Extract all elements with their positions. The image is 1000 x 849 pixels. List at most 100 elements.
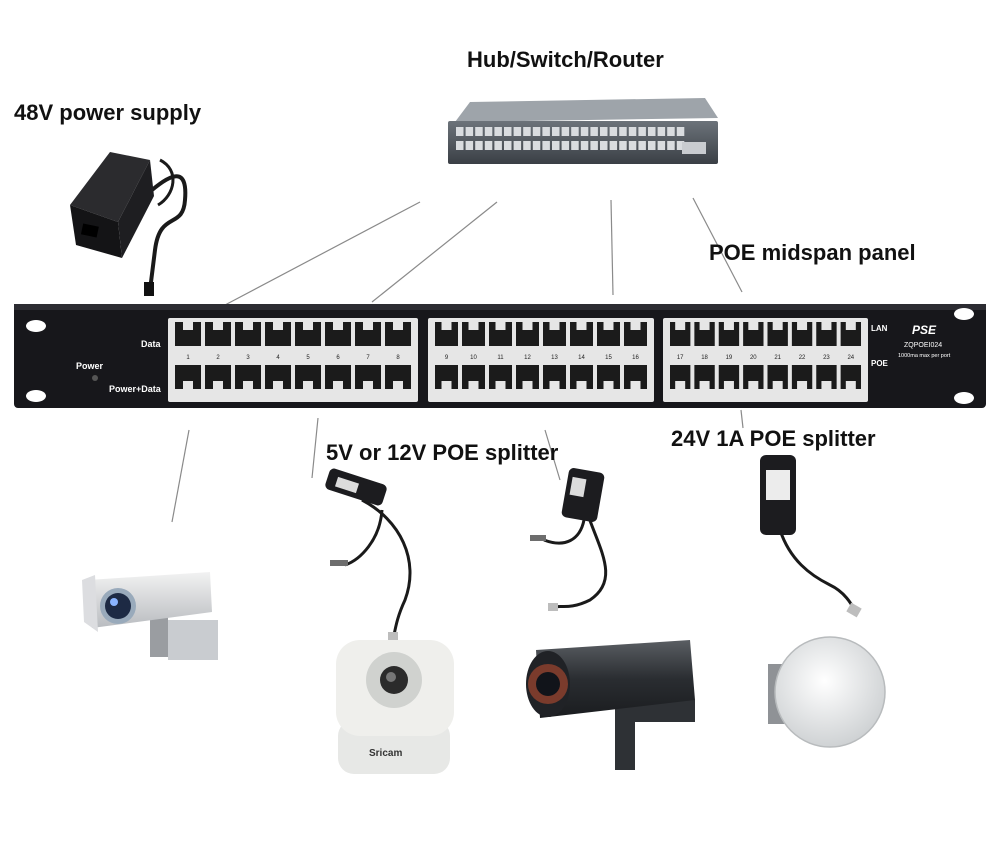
rj45-port-latch — [630, 322, 641, 330]
rj45-port-poe[interactable] — [743, 365, 764, 389]
rj45-port-latch — [576, 381, 587, 389]
port-number: 20 — [750, 355, 757, 361]
rj45-port-latch — [273, 322, 283, 330]
switch-port — [532, 141, 541, 150]
switch-port — [609, 141, 618, 150]
rj45-port-lan[interactable] — [743, 322, 764, 346]
rj45-port-latch — [363, 322, 373, 330]
rj45-port-lan[interactable] — [840, 322, 861, 346]
port-number: 3 — [246, 355, 250, 361]
lan-label: LAN — [871, 324, 888, 333]
rj45-port-latch — [522, 322, 533, 330]
switch-port — [542, 127, 550, 136]
model-label: ZQPOEI024 — [904, 342, 942, 349]
switch-port — [600, 127, 608, 136]
switch-port — [475, 127, 483, 136]
rj45-port-latch — [495, 381, 506, 389]
rj45-port-lan[interactable] — [791, 322, 813, 346]
power-supply-label: 48V power supply — [14, 100, 202, 125]
bullet-camera — [526, 640, 695, 770]
rj45-port-latch — [821, 322, 832, 330]
rj45-port-latch — [675, 322, 686, 330]
dome-access-point — [768, 636, 886, 748]
midspan-panel-label: POE midspan panel — [709, 240, 916, 265]
rj45-port-lan[interactable] — [516, 322, 539, 346]
rj45-port-latch — [468, 322, 479, 330]
rj45-port-poe[interactable] — [570, 365, 593, 389]
box-camera — [82, 572, 218, 660]
switch-port — [657, 127, 666, 136]
switch-port — [648, 141, 656, 150]
switch-port — [456, 127, 464, 136]
port-number: 5 — [306, 355, 310, 361]
switch-port — [667, 127, 675, 136]
rj45-port-lan[interactable] — [694, 322, 715, 346]
rj45-port-poe[interactable] — [516, 365, 539, 389]
rj45-port-lan[interactable] — [767, 322, 788, 346]
rj45-port-latch — [772, 381, 783, 389]
port-number: 7 — [366, 355, 370, 361]
rj45-port-poe[interactable] — [435, 365, 458, 389]
rj45-port-poe[interactable] — [816, 365, 837, 389]
rj45-port-latch — [213, 322, 223, 330]
rj45-port-latch — [393, 381, 403, 389]
rj45-port-lan[interactable] — [543, 322, 566, 346]
rj45-port-poe[interactable] — [597, 365, 620, 389]
switch-port — [504, 127, 512, 136]
rj45-port-latch — [576, 322, 587, 330]
rj45-port-latch — [603, 381, 614, 389]
switch-port — [532, 127, 541, 136]
splitter-5v-12v-label: 5V or 12V POE splitter — [326, 440, 559, 465]
switch-port — [590, 141, 598, 150]
switch-port — [571, 127, 579, 136]
rj45-port-lan[interactable] — [570, 322, 593, 346]
rj45-port-poe[interactable] — [462, 365, 485, 389]
rj45-port-lan[interactable] — [489, 322, 512, 346]
port-number: 6 — [336, 355, 340, 361]
rj45-port-poe[interactable] — [624, 365, 647, 389]
rj45-port-lan[interactable] — [670, 322, 691, 346]
switch-port — [561, 127, 570, 136]
rj45-port-poe[interactable] — [840, 365, 861, 389]
pan-tilt-camera: Sricam — [336, 640, 454, 774]
port-number: 17 — [677, 355, 684, 361]
switch-port — [513, 141, 522, 150]
switch-port — [590, 127, 598, 136]
port-number: 16 — [632, 355, 639, 361]
rj45-port-poe[interactable] — [694, 365, 715, 389]
rj45-port-poe[interactable] — [767, 365, 788, 389]
switch-port — [580, 141, 589, 150]
switch-port — [638, 127, 646, 136]
port-number: 9 — [445, 355, 449, 361]
rj45-port-lan[interactable] — [597, 322, 620, 346]
rj45-port-latch — [243, 381, 253, 389]
rj45-port-poe[interactable] — [543, 365, 566, 389]
rj45-port-lan[interactable] — [718, 322, 740, 346]
rj45-port-poe[interactable] — [791, 365, 813, 389]
switch-port — [571, 141, 579, 150]
port-number: 12 — [524, 355, 531, 361]
switch-port — [657, 141, 666, 150]
connector-line — [224, 201, 421, 306]
rj45-port-poe[interactable] — [718, 365, 740, 389]
rj45-port-lan[interactable] — [462, 322, 485, 346]
switch-ports — [456, 127, 685, 150]
rj45-port-lan[interactable] — [435, 322, 458, 346]
rj45-port-poe[interactable] — [670, 365, 691, 389]
switch-port — [484, 127, 493, 136]
rj45-port-latch — [522, 381, 533, 389]
switch-port — [619, 127, 627, 136]
port-block-frame — [663, 318, 868, 402]
port-number: 22 — [799, 355, 806, 361]
port-number: 2 — [216, 355, 220, 361]
rj45-port-latch — [821, 381, 832, 389]
switch-port — [465, 127, 474, 136]
rj45-port-lan[interactable] — [816, 322, 837, 346]
camera-brand-label: Sricam — [369, 748, 402, 759]
switch-port — [676, 127, 685, 136]
switch-port — [580, 127, 589, 136]
rj45-port-poe[interactable] — [489, 365, 512, 389]
rj45-port-lan[interactable] — [624, 322, 647, 346]
